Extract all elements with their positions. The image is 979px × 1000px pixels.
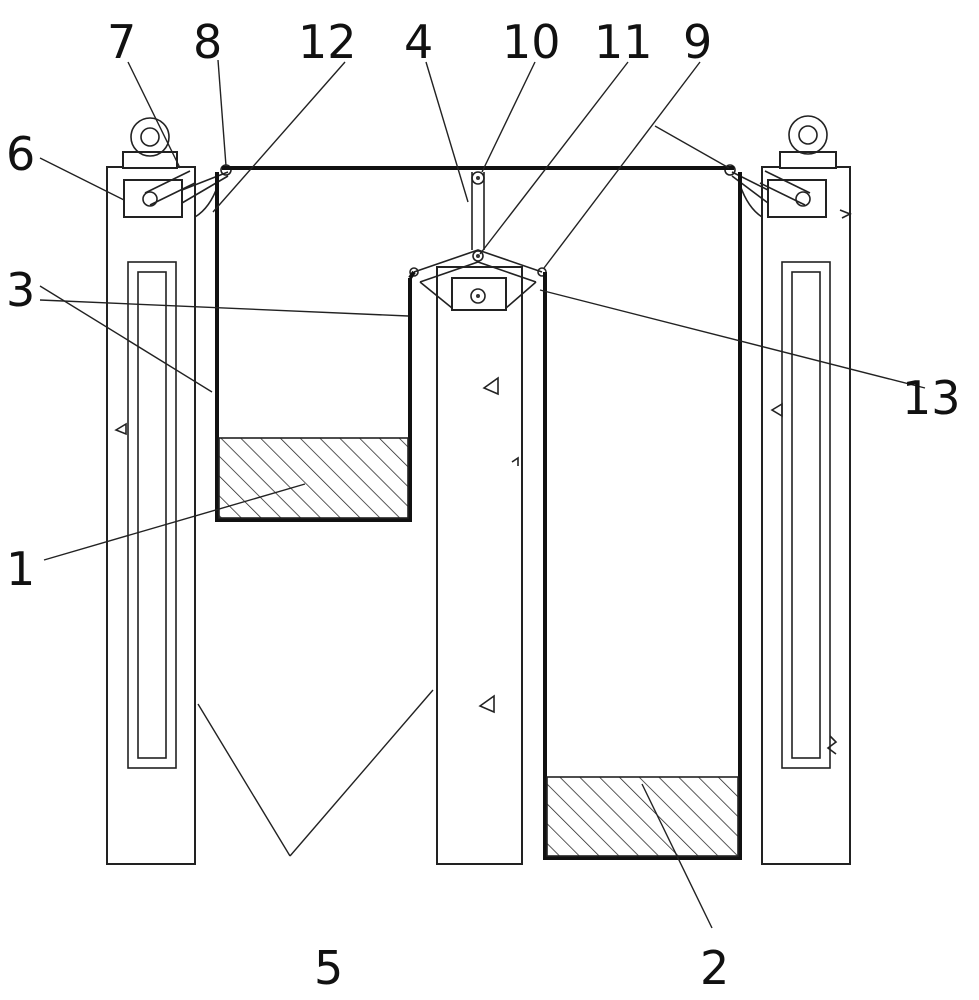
left-cable-link [408, 270, 416, 280]
leader-lines [39, 59, 926, 929]
leader-1 [43, 483, 306, 561]
leader-3a [39, 285, 213, 393]
right-column-inner-slot [791, 271, 821, 759]
left-top-pulley [130, 117, 170, 157]
left-top-arm-1 [181, 171, 229, 191]
middle-pulley-center [476, 294, 480, 298]
right-column-body [761, 166, 851, 865]
right-column [724, 115, 852, 865]
left-pulley-mount [122, 151, 178, 169]
middle-column-body [436, 266, 523, 865]
left-bracket-pin [142, 191, 158, 207]
middle-top-hinge-center [476, 254, 480, 258]
leader-10 [481, 61, 536, 173]
left-column-outer-slot [127, 261, 177, 769]
label-10: 10 [502, 15, 561, 69]
left-column-inner-slot [137, 271, 167, 759]
leader-6 [39, 157, 125, 201]
right-column-outer-slot [781, 261, 831, 769]
hanger-top-hinge [471, 171, 485, 185]
hanger-top-hinge-center [476, 176, 480, 180]
cable-system [215, 166, 742, 860]
left-column-body [106, 166, 196, 865]
right-pulley-mount [779, 151, 837, 169]
leader-2 [641, 783, 713, 929]
label-6: 6 [6, 127, 35, 181]
right-bracket-arm-upper [764, 170, 811, 194]
middle-left-sheave [409, 267, 419, 277]
label-12: 12 [298, 15, 357, 69]
label-9: 9 [683, 15, 712, 69]
leader-12 [212, 61, 346, 213]
right-top-pulley [788, 115, 828, 155]
leader-9-right [654, 125, 730, 169]
middle-roof-outer [413, 249, 543, 273]
right-column-mark-mid [770, 402, 783, 418]
leader-5a [197, 703, 291, 857]
right-bracket-pin [795, 191, 811, 207]
label-3: 3 [6, 263, 35, 317]
leader-8 [217, 59, 227, 167]
label-7: 7 [107, 15, 136, 69]
left-hanging-cable [215, 172, 412, 522]
leader-7 [127, 61, 181, 169]
left-top-pulley-hub [140, 127, 160, 147]
leader-4 [425, 61, 469, 203]
counterweights [218, 437, 739, 857]
middle-pulley-box [451, 277, 507, 311]
leader-11 [479, 61, 629, 255]
left-bracket-box [123, 179, 183, 218]
leader-5b [289, 689, 434, 857]
label-2: 2 [700, 941, 729, 995]
leader-9 [543, 61, 701, 269]
label-8: 8 [193, 15, 222, 69]
middle-right-strut [505, 281, 537, 309]
leader-13 [539, 289, 926, 389]
left-bracket-arm-lower [149, 182, 196, 206]
middle-left-strut [419, 281, 453, 309]
middle-column-mark-top [482, 376, 499, 396]
label-13: 13 [902, 371, 961, 425]
reference-numerals: 7 8 12 4 10 11 9 6 3 1 13 5 2 [6, 15, 961, 995]
right-bracket-arm-lower [759, 182, 806, 206]
middle-column [409, 171, 547, 865]
right-bracket-box [767, 179, 827, 218]
middle-column-mark-mid [511, 456, 519, 466]
right-top-pulley-hub [798, 125, 818, 145]
left-column-mark [114, 422, 127, 436]
middle-roof-inner [419, 261, 537, 283]
label-11: 11 [594, 15, 653, 69]
right-counterweight [546, 776, 739, 857]
middle-column-mark-low [478, 694, 495, 714]
middle-pulley [470, 288, 486, 304]
right-column-mark-low [826, 735, 838, 755]
label-5: 5 [314, 941, 343, 995]
left-column [106, 117, 232, 865]
left-hinge-guard [194, 184, 219, 218]
right-hanging-cable [543, 172, 742, 860]
right-column-mark-top [839, 209, 852, 219]
left-top-arm-2 [181, 175, 229, 204]
left-bracket-arm-upper [144, 170, 191, 194]
middle-top-hinge [472, 250, 484, 262]
leader-3b [39, 299, 409, 317]
label-1: 1 [6, 542, 35, 596]
left-counterweight [218, 437, 409, 519]
label-4: 4 [404, 15, 433, 69]
